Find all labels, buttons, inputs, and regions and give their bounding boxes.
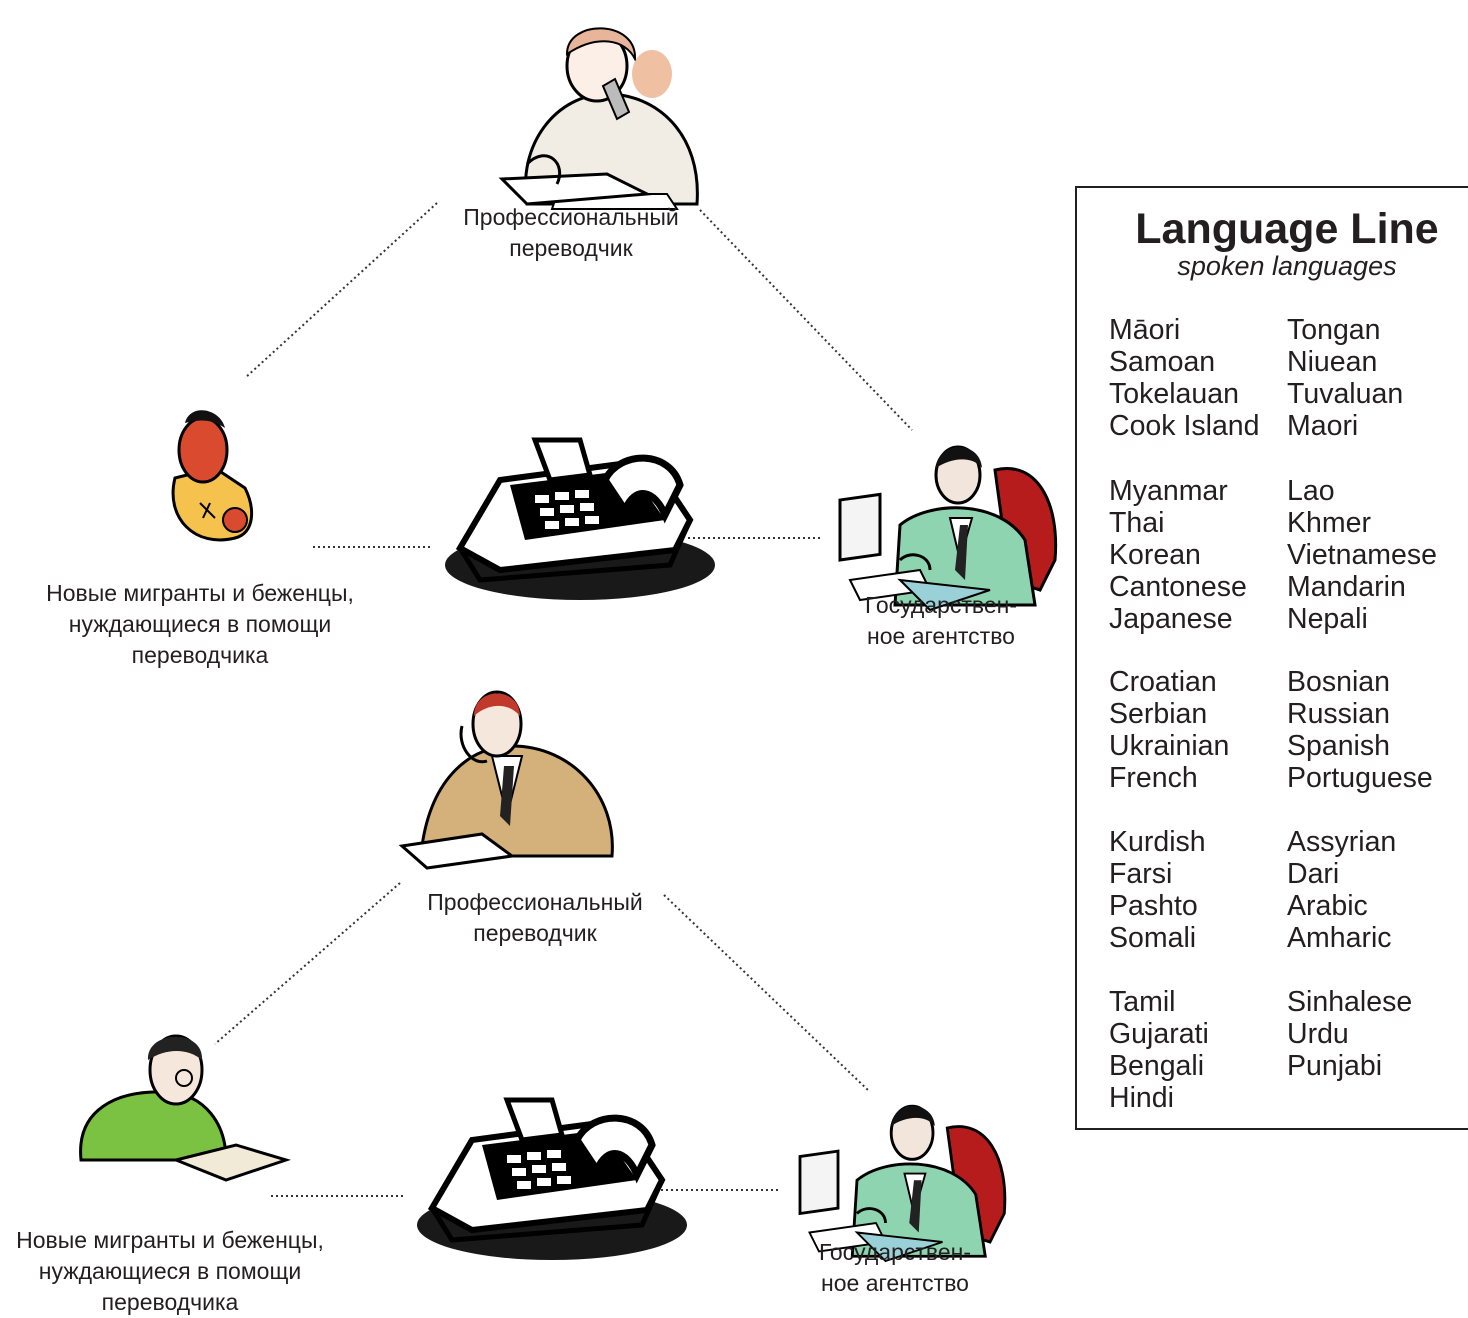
language-item: Cook Island — [1109, 410, 1260, 442]
language-row: Thai Khmer — [1109, 507, 1468, 539]
language-row: Hindi — [1109, 1082, 1468, 1114]
desk-telephone-icon — [445, 440, 715, 600]
language-item: Bengali — [1109, 1050, 1205, 1082]
language-item: Niuean — [1287, 346, 1378, 378]
language-item: Lao — [1287, 475, 1335, 507]
language-row: French Portuguese — [1109, 762, 1468, 794]
language-item: Myanmar — [1109, 475, 1228, 507]
language-group: Myanmar Lao Thai Khmer Korean Vietnamese Ca… — [1109, 475, 1468, 635]
language-row: Cook Island Maori — [1109, 410, 1468, 442]
language-item: Arabic — [1287, 890, 1368, 922]
reading-person-icon — [79, 1034, 291, 1182]
language-row: Tokelauan Tuvaluan — [1109, 378, 1468, 410]
language-item: Tuvaluan — [1287, 378, 1404, 410]
language-panel: Language Line spoken languages Māori Tong… — [1075, 186, 1468, 1130]
language-row: Māori Tongan — [1109, 314, 1468, 346]
language-item: Somali — [1109, 922, 1197, 954]
language-item: Assyrian — [1287, 826, 1397, 858]
language-item: Khmer — [1287, 507, 1371, 539]
language-item: Ukrainian — [1109, 730, 1230, 762]
language-row: Japanese Nepali — [1109, 603, 1468, 635]
language-item: Tongan — [1287, 314, 1381, 346]
language-item: Farsi — [1109, 858, 1173, 890]
language-row: Gujarati Urdu — [1109, 1018, 1468, 1050]
language-item: Portuguese — [1287, 762, 1433, 794]
language-row: Cantonese Mandarin — [1109, 571, 1468, 603]
language-item: Serbian — [1109, 698, 1208, 730]
language-item: Hindi — [1109, 1082, 1174, 1114]
language-item: Punjabi — [1287, 1050, 1383, 1082]
language-item: Urdu — [1287, 1018, 1349, 1050]
bottom-connectors — [214, 882, 871, 1197]
language-item: Gujarati — [1109, 1018, 1209, 1050]
top-interpreter-label: Профессиональный переводчик — [463, 204, 679, 261]
language-row: Tamil Sinhalese — [1109, 986, 1468, 1018]
language-item: Mandarin — [1287, 571, 1406, 603]
language-item: Amharic — [1287, 922, 1392, 954]
language-item: Nepali — [1287, 603, 1368, 635]
language-row: Ukrainian Spanish — [1109, 730, 1468, 762]
language-item: Cantonese — [1109, 571, 1247, 603]
language-item: Spanish — [1287, 730, 1390, 762]
language-row: Korean Vietnamese — [1109, 539, 1468, 571]
office-worker-computer-icon — [838, 445, 1058, 612]
language-item: Kurdish — [1109, 826, 1206, 858]
diagram-canvas — [79, 27, 1058, 1311]
language-row: Croatian Bosnian — [1109, 666, 1468, 698]
language-item: Russian — [1287, 698, 1390, 730]
language-row: Serbian Russian — [1109, 698, 1468, 730]
top-connectors — [244, 202, 913, 548]
language-group: Māori Tongan Samoan Niuean Tokelauan Tuvalu… — [1109, 314, 1468, 442]
migrant-person-icon — [171, 410, 254, 542]
panel-subtitle: spoken languages — [1177, 251, 1397, 281]
language-item: Samoan — [1109, 346, 1216, 378]
language-item: Korean — [1109, 539, 1201, 571]
panel-title: Language Line — [1135, 205, 1439, 253]
man-on-phone-icon — [398, 690, 614, 870]
language-row: Kurdish Assyrian — [1109, 826, 1468, 858]
language-row: Somali Amharic — [1109, 922, 1468, 954]
bottom-interpreter-label: Профессиональный переводчик — [427, 889, 643, 946]
language-item: Tokelauan — [1109, 378, 1239, 410]
language-item: Pashto — [1109, 890, 1198, 922]
language-item: Japanese — [1109, 603, 1233, 635]
woman-on-phone-icon — [498, 27, 699, 210]
language-item: Thai — [1109, 507, 1165, 539]
language-item: Māori — [1109, 314, 1181, 346]
language-group: Kurdish Assyrian Farsi Dari Pashto Arabic S… — [1109, 826, 1468, 954]
language-item: Tamil — [1109, 986, 1176, 1018]
language-group: Croatian Bosnian Serbian Russian Ukrainian… — [1109, 666, 1468, 794]
language-row: Myanmar Lao — [1109, 475, 1468, 507]
language-item: Bosnian — [1287, 666, 1390, 698]
language-item: Dari — [1287, 858, 1340, 890]
language-item: Maori — [1287, 410, 1359, 442]
language-item: Sinhalese — [1287, 986, 1413, 1018]
language-group: Tamil Sinhalese Gujarati Urdu Bengali Punja… — [1109, 986, 1468, 1114]
top-agency-label: Государствен- ное агентство — [864, 592, 1018, 649]
language-row: Samoan Niuean — [1109, 346, 1468, 378]
language-row: Bengali Punjabi — [1109, 1050, 1468, 1082]
language-item: Croatian — [1109, 666, 1217, 698]
bottom-client-label: Новые мигранты и беженцы, нуждающиеся в … — [16, 1227, 324, 1315]
top-client-label: Новые мигранты и беженцы, нуждающиеся в … — [46, 580, 354, 668]
desk-telephone-icon — [417, 1100, 687, 1260]
bottom-agency-label: Государствен- ное агентство — [818, 1239, 972, 1296]
language-item: French — [1109, 762, 1198, 794]
language-row: Farsi Dari — [1109, 858, 1468, 890]
language-item: Vietnamese — [1287, 539, 1437, 571]
language-row: Pashto Arabic — [1109, 890, 1468, 922]
